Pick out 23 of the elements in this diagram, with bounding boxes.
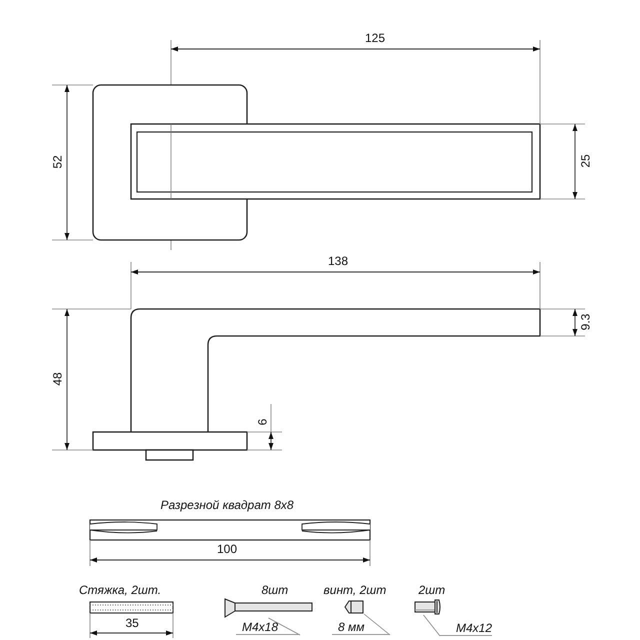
dimension-value: 125 (365, 31, 386, 45)
leader-line (268, 618, 300, 636)
quantity-caption: винт, 2шт (324, 583, 386, 597)
part-caption: Стяжка, 2шт. (79, 583, 162, 597)
set-screw-drawing (344, 600, 364, 614)
quantity-caption: 2шт (418, 583, 446, 597)
bolt-drawing (414, 599, 441, 615)
dimension-value: 48 (50, 372, 64, 386)
dimension-value: 25 (578, 154, 592, 168)
part-size-label: M4x18 (236, 620, 300, 635)
leader-line (423, 614, 440, 636)
part-size-label: M4x12 (440, 620, 492, 636)
leader-line (364, 614, 390, 636)
dimension-value: 100 (217, 542, 238, 556)
dimension-value: 35 (126, 616, 139, 630)
dimension-value: 6 (254, 418, 269, 426)
countersunk-screw-drawing (224, 598, 313, 618)
dimension-value: 138 (328, 254, 348, 268)
part-size-label: 8 мм (332, 620, 390, 635)
dimension-value: 9.3 (578, 314, 592, 330)
part-caption: Разрезной квадрат 8x8 (160, 498, 294, 512)
dimension-value: 52 (50, 155, 64, 169)
quantity-caption: 8шт (262, 583, 288, 597)
